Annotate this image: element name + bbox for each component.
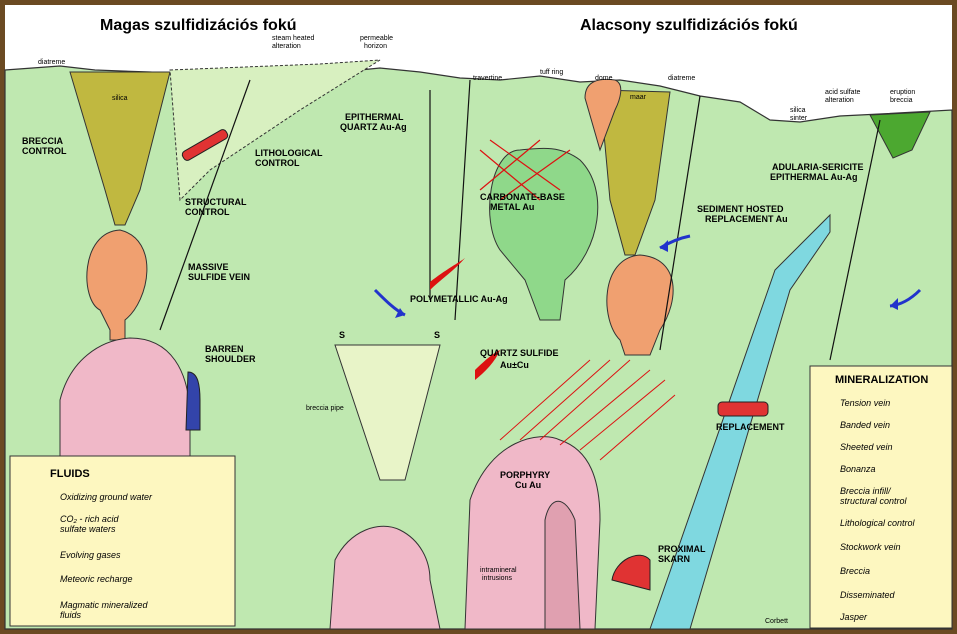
lithological-vein bbox=[718, 402, 768, 416]
label-barren-shoulder-1: BARREN bbox=[205, 344, 244, 354]
label-sediment-hosted-1: SEDIMENT HOSTED bbox=[697, 204, 784, 214]
label-porphyry-1: PORPHYRY bbox=[500, 470, 550, 480]
mineralization-title: MINERALIZATION bbox=[835, 374, 928, 386]
label-permeable-2: horizon bbox=[364, 43, 387, 50]
label-travertine: travertine bbox=[473, 75, 502, 82]
fluid-item: Magmatic mineralized bbox=[60, 600, 149, 610]
label-structural-control-2: CONTROL bbox=[185, 207, 230, 217]
label-acid-sulfate-1: acid sulfate bbox=[825, 89, 861, 96]
label-carbonate-base-1: CARBONATE-BASE bbox=[480, 192, 565, 202]
label-s-1: S bbox=[339, 330, 345, 340]
mineral-item: Tension vein bbox=[840, 398, 890, 408]
fluid-item: fluids bbox=[60, 610, 82, 620]
label-proximal-skarn-1: PROXIMAL bbox=[658, 544, 706, 554]
label-replacement: REPLACEMENT bbox=[716, 422, 785, 432]
label-diatreme-left: diatreme bbox=[38, 59, 65, 66]
label-lithological-control-1: LITHOLOGICAL bbox=[255, 148, 323, 158]
label-massive-sulfide-2: SULFIDE VEIN bbox=[188, 272, 250, 282]
label-eruption-breccia-1: eruption bbox=[890, 89, 915, 96]
mineral-item: Banded vein bbox=[840, 420, 890, 430]
label-adularia-1: ADULARIA-SERICITE bbox=[772, 162, 864, 172]
mineralization-legend: MINERALIZATION Tension vein Banded vein … bbox=[810, 366, 952, 628]
label-tuff-ring: tuff ring bbox=[540, 69, 563, 76]
label-corbett: Corbett bbox=[765, 618, 788, 625]
title-left: Magas szulfidizációs fokú bbox=[100, 17, 296, 34]
label-silica-sinter-2: sinter bbox=[790, 115, 808, 122]
label-silica: silica bbox=[112, 95, 128, 102]
label-steam-heated-1: steam heated bbox=[272, 35, 315, 42]
fluids-legend: FLUIDS Oxidizing ground water CO₂ - rich… bbox=[10, 456, 235, 626]
fluid-item: Oxidizing ground water bbox=[60, 492, 153, 502]
label-permeable-1: permeable bbox=[360, 35, 393, 42]
label-sediment-hosted-2: REPLACEMENT Au bbox=[705, 214, 788, 224]
fluid-item: Evolving gases bbox=[60, 550, 121, 560]
label-quartz-sulfide-1: QUARTZ SULFIDE bbox=[480, 348, 559, 358]
fluid-item: sulfate waters bbox=[60, 524, 116, 534]
label-silica-sinter-1: silica bbox=[790, 107, 806, 114]
label-eruption-breccia-2: breccia bbox=[890, 97, 913, 104]
fluid-item: CO₂ - rich acid bbox=[60, 514, 119, 524]
label-s-2: S bbox=[434, 330, 440, 340]
label-porphyry-2: Cu Au bbox=[515, 480, 541, 490]
mineral-item: Disseminated bbox=[840, 590, 896, 600]
label-adularia-2: EPITHERMAL Au-Ag bbox=[770, 172, 858, 182]
mineral-item: Breccia infill/ bbox=[840, 486, 892, 496]
label-acid-sulfate-2: alteration bbox=[825, 97, 854, 104]
label-polymetallic: POLYMETALLIC Au-Ag bbox=[410, 294, 508, 304]
label-epithermal-quartz-2: QUARTZ Au-Ag bbox=[340, 122, 407, 132]
label-intramineral-2: intrusions bbox=[482, 575, 512, 582]
title-right: Alacsony szulfidizációs fokú bbox=[580, 17, 798, 34]
label-intramineral-1: intramineral bbox=[480, 567, 517, 574]
label-carbonate-base-2: METAL Au bbox=[490, 202, 534, 212]
label-dome: dome bbox=[595, 75, 613, 82]
label-breccia-control-2: CONTROL bbox=[22, 146, 67, 156]
label-maar: maar bbox=[630, 94, 647, 101]
label-lithological-control-2: CONTROL bbox=[255, 158, 300, 168]
label-structural-control-1: STRUCTURAL bbox=[185, 197, 247, 207]
mineral-item: Jasper bbox=[839, 612, 868, 622]
label-proximal-skarn-2: SKARN bbox=[658, 554, 690, 564]
intramineral-intrusion bbox=[545, 501, 580, 629]
mineral-item: structural control bbox=[840, 496, 908, 506]
label-epithermal-quartz-1: EPITHERMAL bbox=[345, 112, 404, 122]
label-barren-shoulder-2: SHOULDER bbox=[205, 354, 256, 364]
barren-shoulder bbox=[186, 372, 200, 430]
label-quartz-sulfide-2: Au±Cu bbox=[500, 360, 529, 370]
label-diatreme-right: diatreme bbox=[668, 75, 695, 82]
label-massive-sulfide-1: MASSIVE bbox=[188, 262, 229, 272]
mineral-item: Bonanza bbox=[840, 464, 876, 474]
label-breccia-pipe: breccia pipe bbox=[306, 405, 344, 412]
fluid-item: Meteoric recharge bbox=[60, 574, 133, 584]
label-breccia-control-1: BRECCIA bbox=[22, 136, 64, 146]
mineral-item: Lithological control bbox=[840, 518, 916, 528]
mineral-item: Breccia bbox=[840, 566, 870, 576]
fluids-title: FLUIDS bbox=[50, 468, 90, 480]
label-steam-heated-2: alteration bbox=[272, 43, 301, 50]
mineral-item: Sheeted vein bbox=[840, 442, 893, 452]
mineral-item: Stockwork vein bbox=[840, 542, 901, 552]
